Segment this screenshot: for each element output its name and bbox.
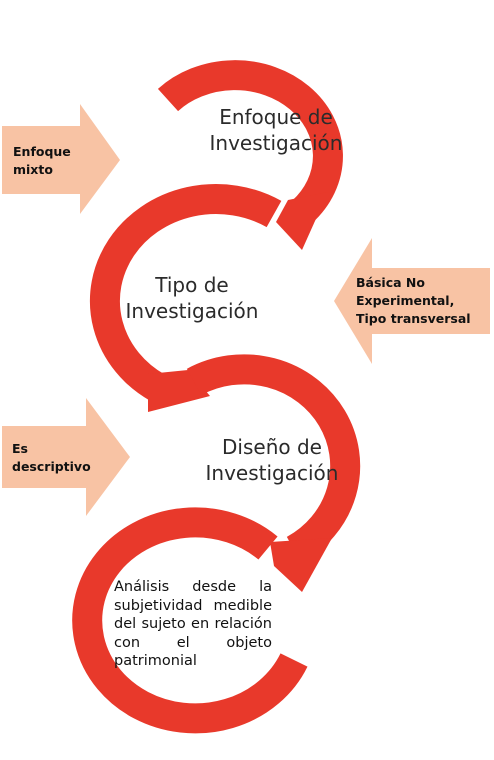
loop-1-arc — [157, 60, 343, 224]
arrow-basica-no-experimental — [334, 238, 490, 364]
result-description: Análisis desde la subjetividad medible d… — [114, 579, 272, 669]
arrow-enfoque-mixto — [2, 104, 120, 214]
loop-3-arc — [186, 354, 361, 564]
loop-2-arc — [89, 183, 282, 402]
arrow-es-descriptivo — [2, 398, 130, 516]
loop-3-arrowhead — [270, 538, 332, 592]
loop-4-arc — [72, 507, 308, 734]
loop-1-arrowhead — [276, 192, 328, 250]
